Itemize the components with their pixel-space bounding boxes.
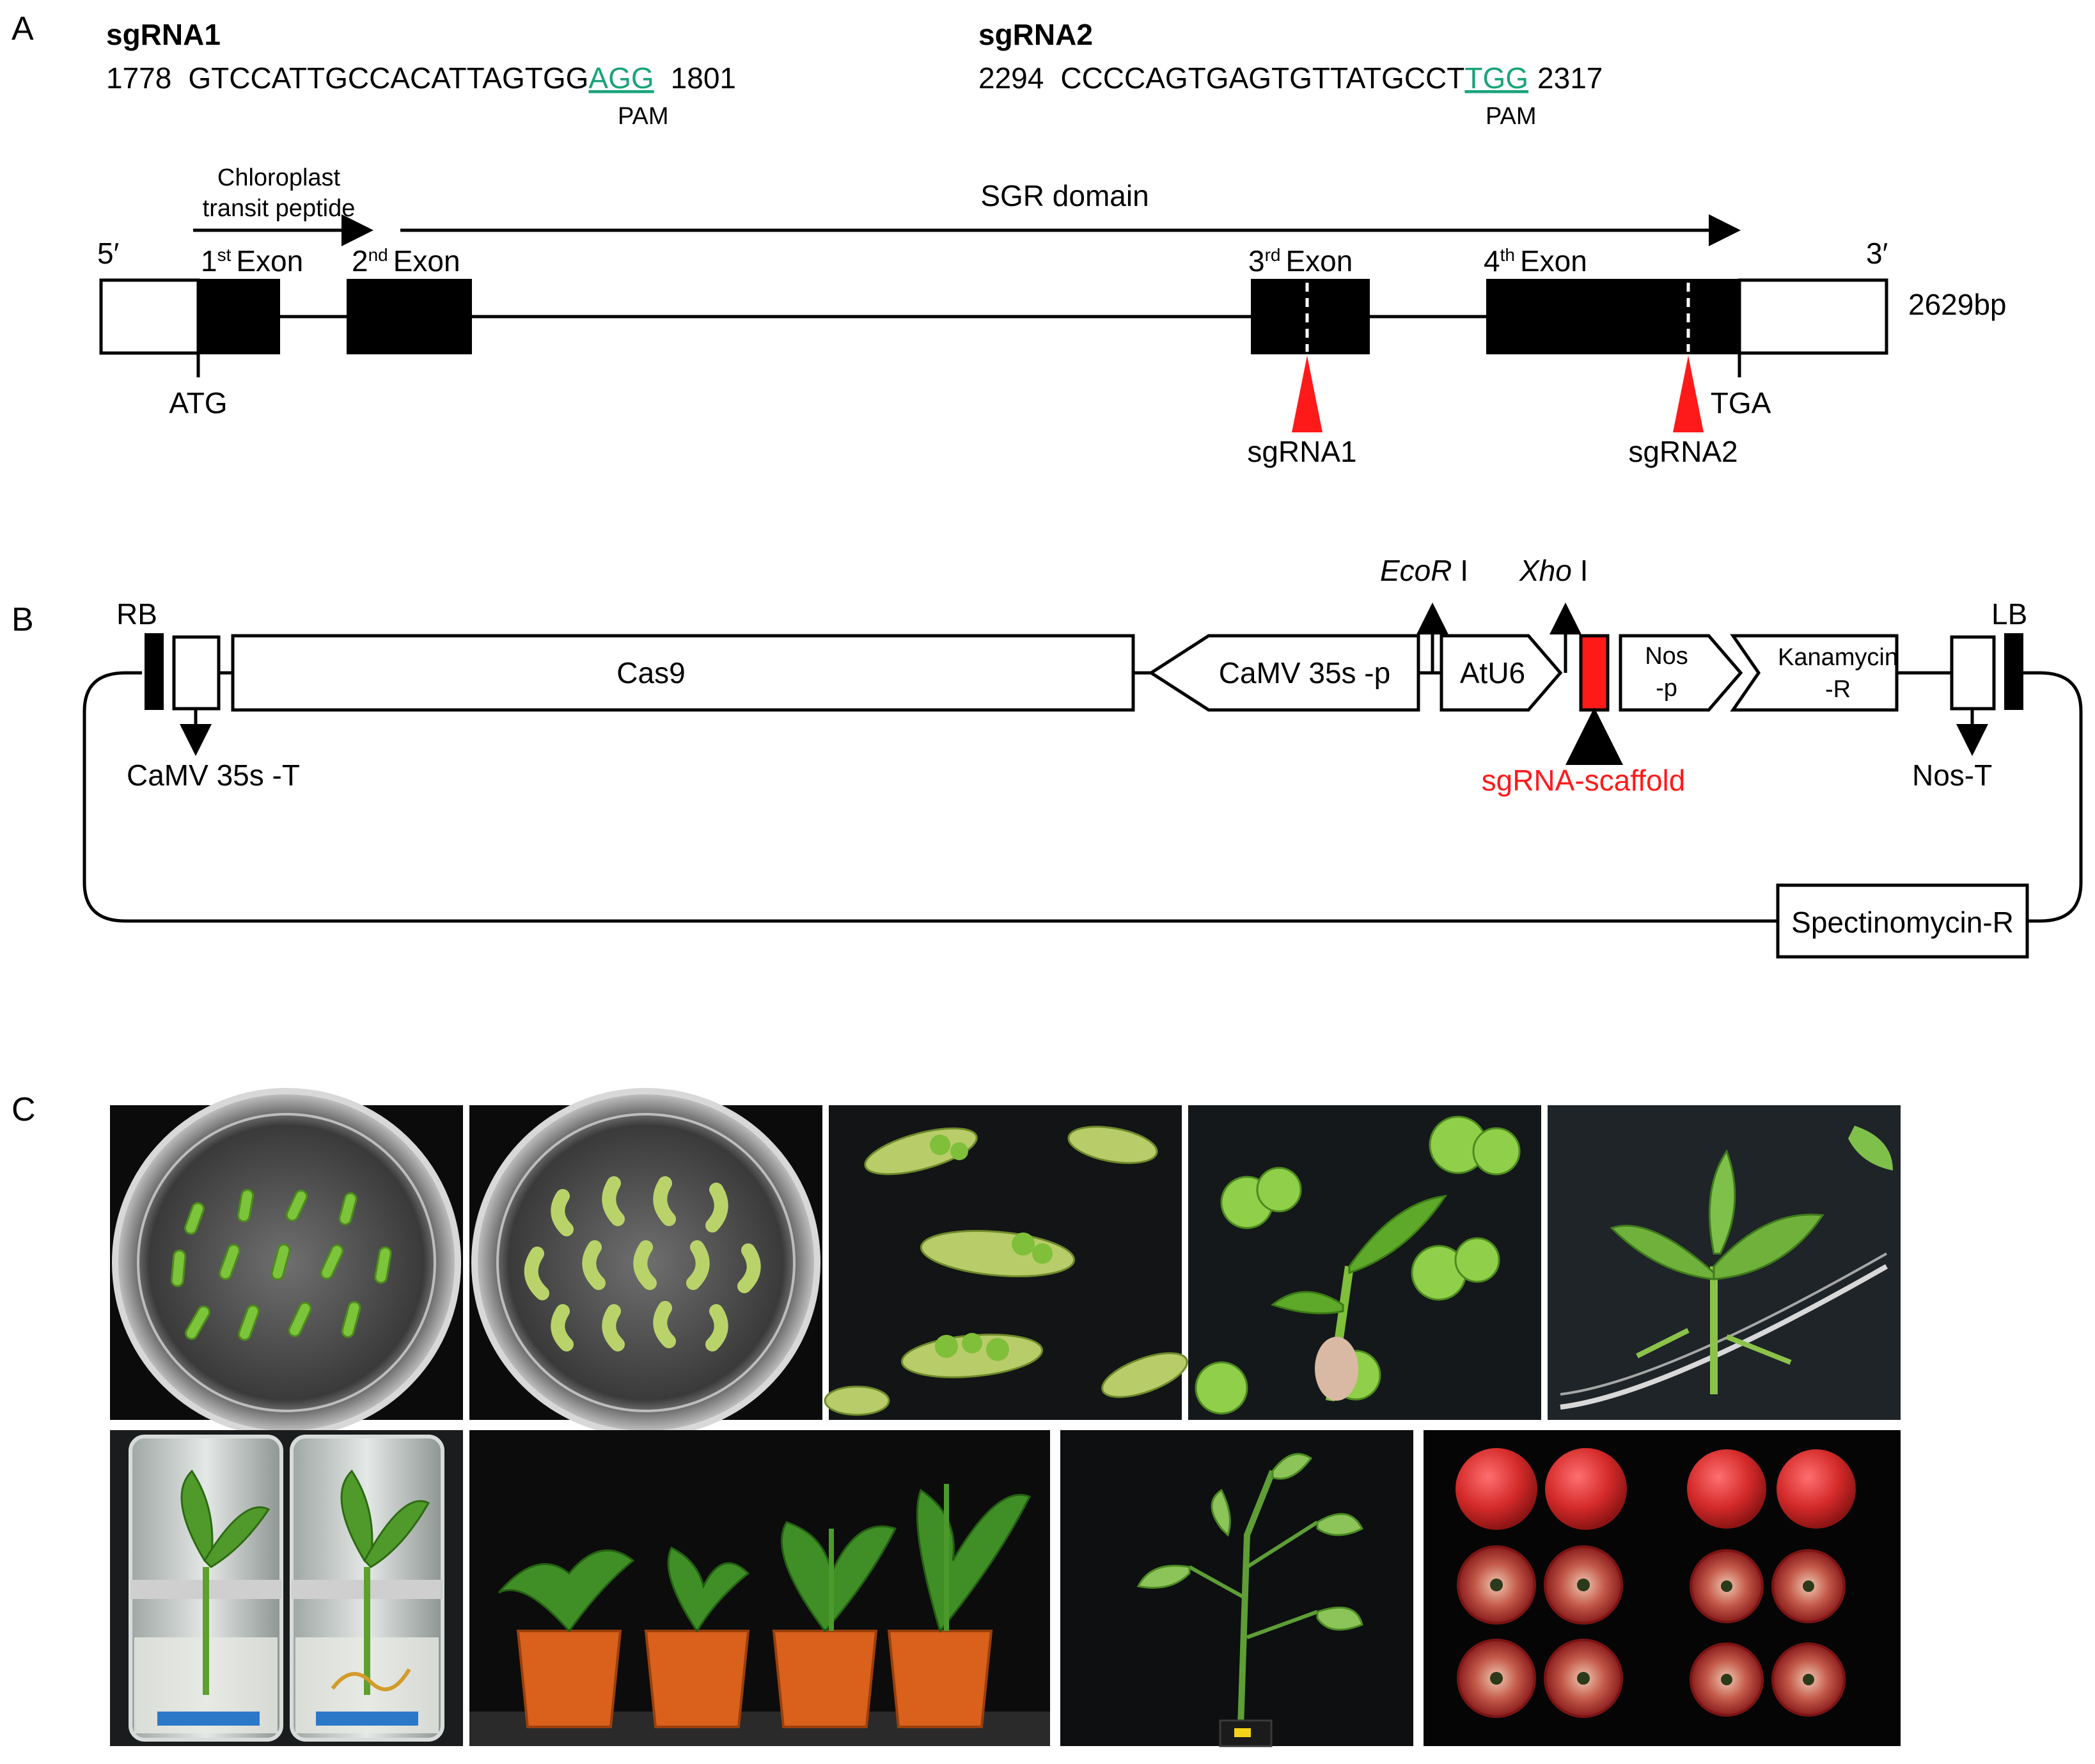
nos-p-label-line2: -p (1656, 675, 1677, 702)
exon1-box (197, 279, 280, 354)
atu6-promoter-box (1440, 634, 1563, 712)
callus-formation-photo (824, 1105, 1188, 1420)
nos-p-label-line1: Nos (1645, 643, 1688, 670)
atg-label: ATG (169, 386, 227, 420)
ctp-label-line1: Chloroplast (217, 164, 341, 191)
sgrna2-title: sgRNA2 (978, 18, 1093, 51)
gene-length-label: 2629bp (1908, 288, 2007, 321)
exon4-box (1486, 279, 1741, 354)
kanamycin-label-line2: -R (1825, 676, 1851, 703)
potted-plants-photo (469, 1430, 1050, 1746)
sgrna-scaffold-label: sgRNA-scaffold (1482, 764, 1686, 797)
cas9-box (231, 634, 1135, 712)
cotyledon-explants-plate-photo (110, 1088, 463, 1437)
sgrna2-sequence: CCCCAGTGAGTGTTATGCCT (1060, 61, 1464, 95)
panel-c: C (12, 1088, 1901, 1747)
atu6-label: AtU6 (1460, 656, 1525, 689)
panel-b-label: B (12, 601, 34, 638)
lb-border (2004, 633, 2023, 710)
sgrna1-pam-seq: AGG (588, 61, 654, 95)
camv-promoter-label: CaMV 35s -p (1219, 656, 1390, 689)
spectinomycin-label: Spectinomycin-R (1791, 906, 2014, 939)
rooting-jars-photo (110, 1430, 463, 1746)
five-prime-label: 5′ (97, 237, 119, 270)
nos-t-label: Nos-T (1912, 759, 1992, 792)
sgrna1-sequence: GTCCATTGCCACATTAGTGG (188, 61, 588, 95)
sgrna2-sequence-line: 2294 CCCCAGTGAGTGTTATGCCTTGG 2317 (978, 61, 1603, 95)
sgrna1-cut-marker (1292, 356, 1322, 432)
sgrna1-sequence-line: 1778 GTCCATTGCCACATTAGTGGAGG 1801 (106, 61, 736, 95)
three-prime-label: 3′ (1866, 237, 1888, 270)
shoot-regeneration-photo (1188, 1105, 1541, 1420)
nos-promoter-box (1619, 634, 1743, 712)
ctp-label-line2: transit peptide (203, 195, 356, 222)
sgrna2-start: 2294 (978, 61, 1044, 95)
sgrna1-end: 1801 (671, 61, 736, 95)
lb-label: LB (1991, 597, 2027, 631)
tga-label: TGA (1711, 386, 1771, 420)
sgrna2-sequence-block: sgRNA2 2294 CCCCAGTGAGTGTTATGCCTTGG 2317 P… (978, 18, 1603, 130)
panel-a-label: A (12, 10, 34, 47)
panel-a: A sgRNA1 1778 GTCCATTGCCACATTAGTGGAGG 1801… (12, 10, 2007, 468)
sgr-domain-label: SGR domain (980, 179, 1149, 212)
cas9-label: Cas9 (616, 656, 685, 689)
sgrna2-pam-label: PAM (1486, 103, 1537, 130)
rb-border (145, 633, 164, 710)
panel-c-label: C (12, 1091, 36, 1128)
rb-label: RB (116, 597, 157, 631)
sgrna1-sequence-block: sgRNA1 1778 GTCCATTGCCACATTAGTGGAGG 1801 P… (106, 18, 736, 130)
sgrna2-end: 2317 (1537, 61, 1603, 95)
regenerated-shoot-plate-photo (1548, 1105, 1901, 1420)
exon3-box (1251, 279, 1370, 354)
sgrna1-pam-label: PAM (618, 103, 669, 130)
camv-promoter-box (1148, 634, 1420, 712)
sgrna1-cut-label: sgRNA1 (1247, 435, 1356, 468)
five-prime-utr (99, 278, 200, 355)
sgrna1-start: 1778 (106, 61, 171, 95)
nos-terminator-box (1950, 635, 1996, 711)
tomato-fruits-photo (1424, 1430, 1901, 1746)
three-prime-utr (1738, 278, 1888, 355)
kanamycin-label-line1: Kanamycin (1778, 644, 1898, 671)
sgrna2-cut-marker (1673, 356, 1704, 432)
xhoi-label: Xho I (1519, 554, 1588, 587)
ecori-label: EcoR I (1380, 554, 1468, 587)
sgrna-scaffold-box (1579, 634, 1610, 712)
camv-t-label: CaMV 35s -T (127, 759, 300, 792)
panel-b: B RB CaMV 35s -T Cas9 CaMV 35s -p EcoR I… (12, 554, 2083, 959)
camv-terminator-box (172, 635, 221, 711)
sgrna2-pam-seq: TGG (1464, 61, 1528, 95)
spectinomycin-box (1776, 883, 2029, 959)
mature-plant-photo (1060, 1430, 1413, 1747)
plasmid-backbone (82, 671, 2083, 923)
expanded-explants-plate-photo (469, 1088, 822, 1437)
exon2-box (347, 279, 472, 354)
kanamycin-box (1730, 634, 1899, 712)
sgrna2-cut-label: sgRNA2 (1628, 435, 1738, 468)
sgrna1-title: sgRNA1 (106, 18, 221, 51)
